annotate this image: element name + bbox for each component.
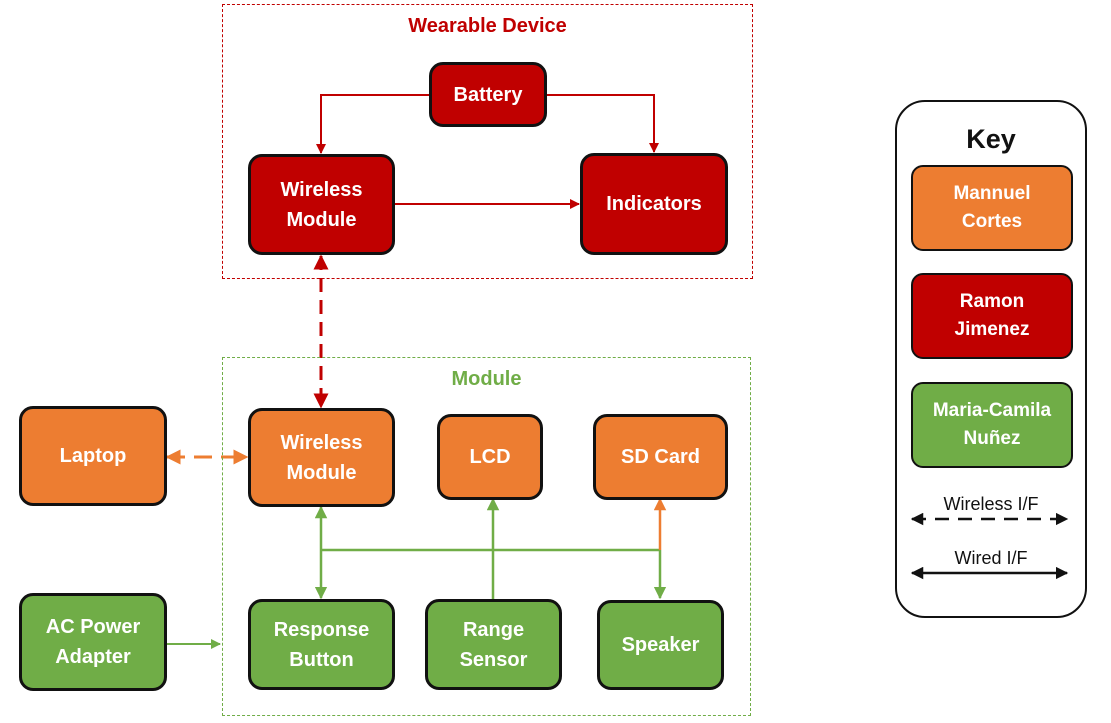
node-module-wireless-module[interactable]: Wireless Module — [248, 408, 395, 507]
node-wearable-wireless-module[interactable]: Wireless Module — [248, 154, 395, 255]
module-title: Module — [451, 368, 522, 390]
key-legend: Key Mannuel Cortes Ramon Jimenez Maria-C… — [895, 100, 1087, 618]
wearable-device-title: Wearable Device — [408, 15, 567, 37]
connector-battery-to-indicators — [545, 94, 659, 153]
node-response-button[interactable]: Response Button — [248, 599, 395, 690]
node-ac-power-adapter[interactable]: AC Power Adapter — [19, 593, 167, 691]
key-item-maria-camila-nunez: Maria-Camila Nuñez — [911, 382, 1073, 468]
connector-battery-to-wireless — [316, 94, 432, 154]
key-wireless-label: Wireless I/F — [943, 494, 1039, 514]
key-title: Key — [966, 124, 1016, 154]
node-sd-card[interactable]: SD Card — [593, 414, 728, 500]
key-item-ramon-jimenez: Ramon Jimenez — [911, 273, 1073, 359]
node-speaker[interactable]: Speaker — [597, 600, 724, 690]
module-group: Module — [222, 357, 751, 716]
node-range-sensor[interactable]: Range Sensor — [425, 599, 562, 690]
node-battery[interactable]: Battery — [429, 62, 547, 127]
wearable-device-group: Wearable Device — [222, 4, 753, 279]
node-lcd[interactable]: LCD — [437, 414, 543, 500]
key-wired-label: Wired I/F — [954, 548, 1028, 568]
key-item-mannuel-cortes: Mannuel Cortes — [911, 165, 1073, 251]
node-indicators[interactable]: Indicators — [580, 153, 728, 255]
node-laptop[interactable]: Laptop — [19, 406, 167, 506]
